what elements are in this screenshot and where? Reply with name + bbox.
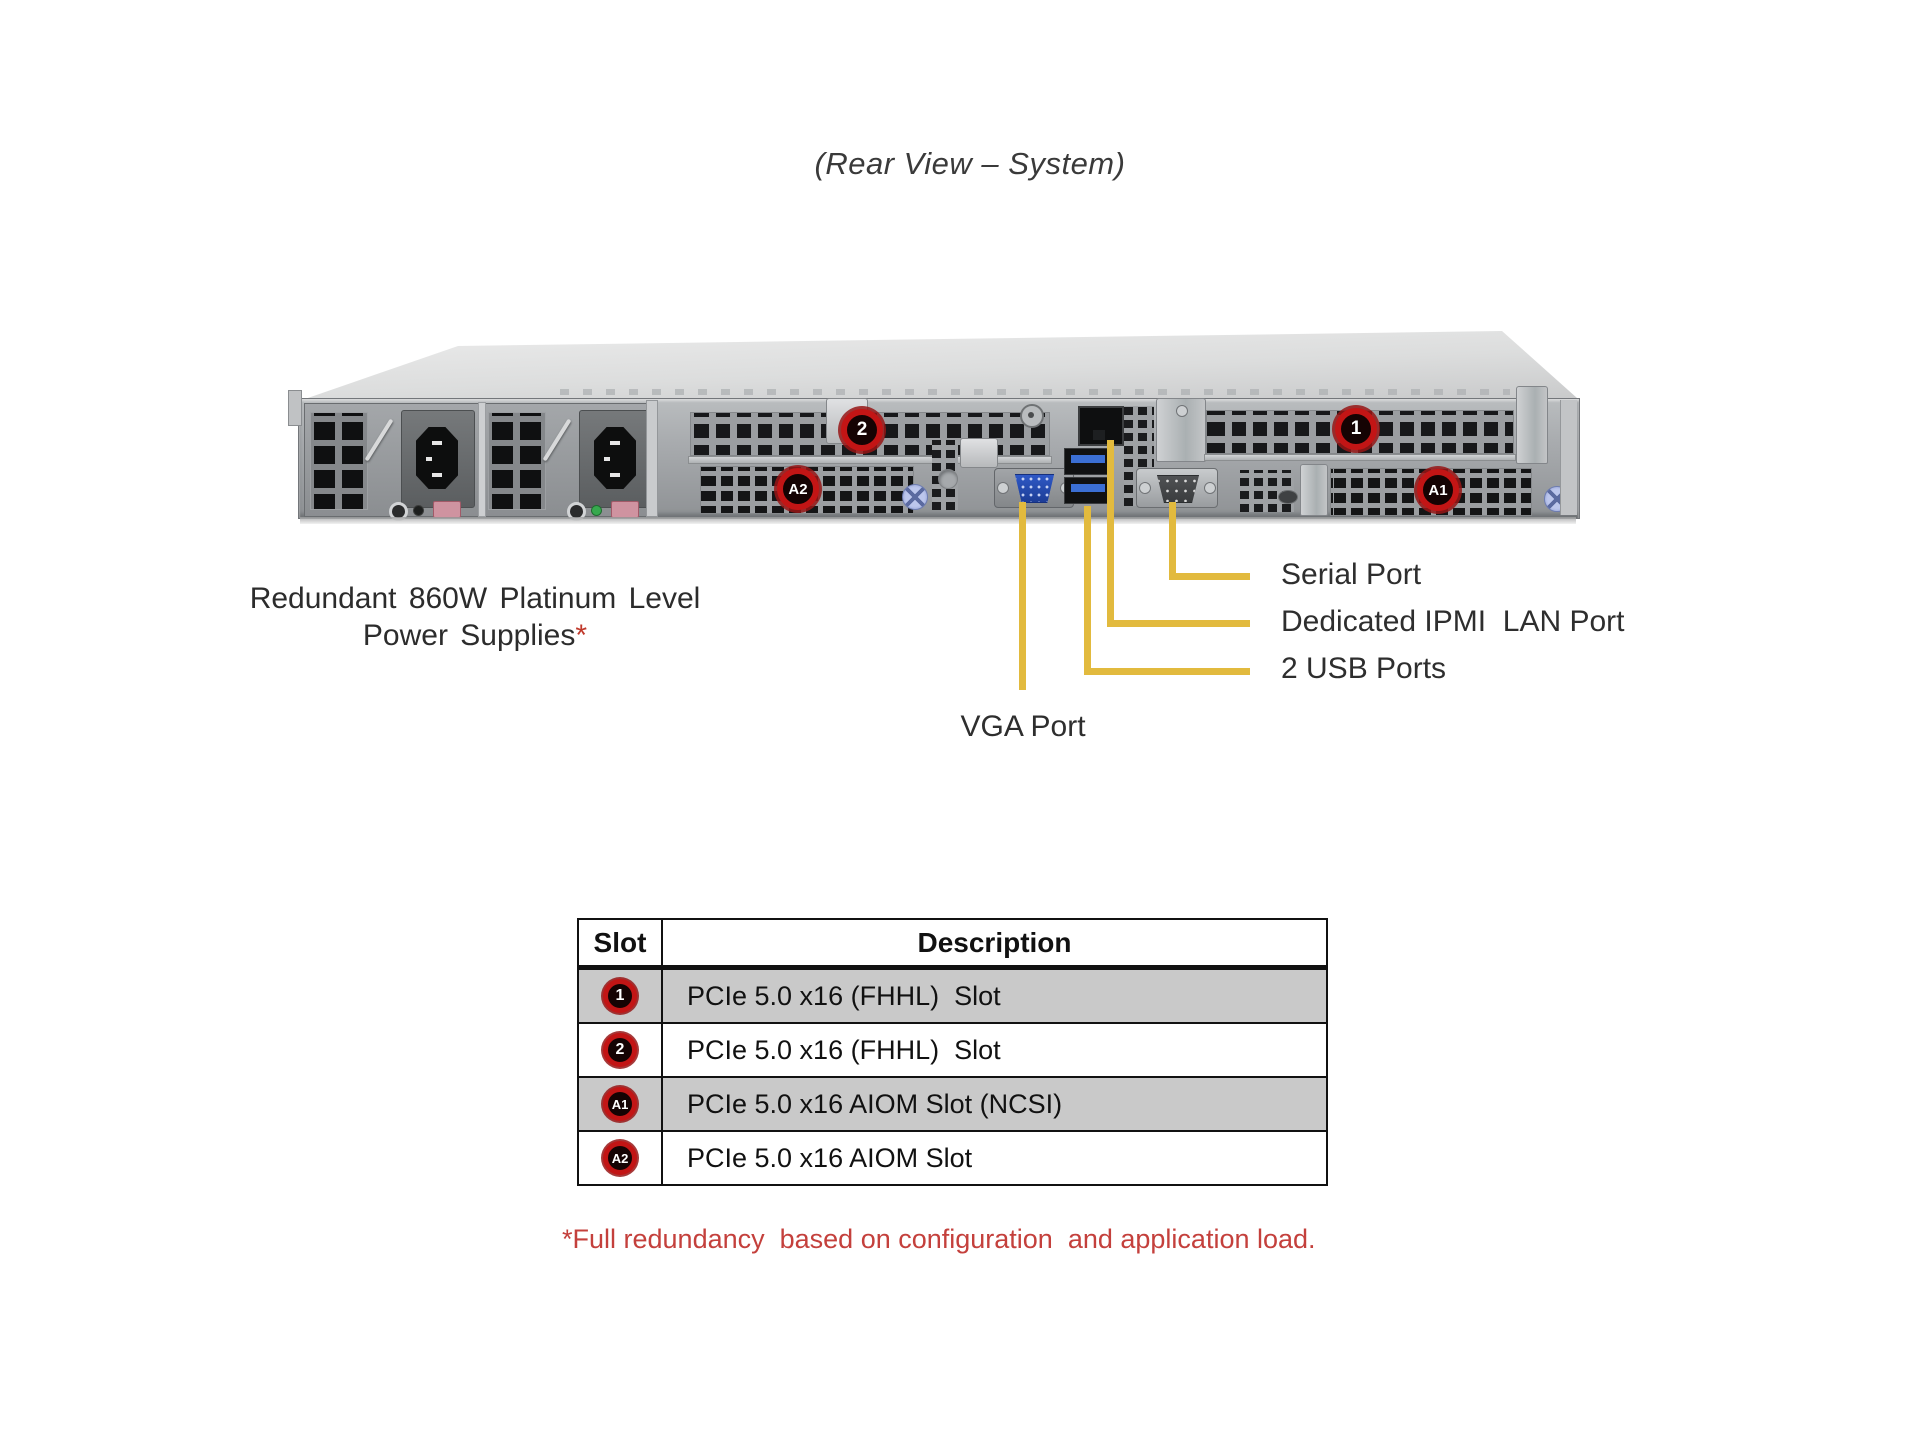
redundancy-footnote: *Full redundancy based on configuration … (562, 1224, 1316, 1254)
aiom-a2-thumbscrew (902, 484, 928, 510)
table-header-description: Description (661, 918, 1328, 970)
bracket-screw (1176, 405, 1188, 417)
right-latch-bracket (1516, 386, 1548, 464)
slot-cell: A1 (577, 1076, 663, 1132)
psu1-inlet-pin (432, 441, 442, 445)
ipmi-lan-port-label: Dedicated IPMI LAN Port (1281, 605, 1625, 638)
psu-cage-edge (646, 400, 658, 517)
table-row: 1 PCIe 5.0 x16 (FHHL) Slot (577, 966, 1328, 1024)
psu2-status-led (591, 505, 602, 516)
usb-port-2-graphic (1064, 477, 1112, 504)
table-row: A2 PCIe 5.0 x16 AIOM Slot (577, 1130, 1328, 1186)
serial-screw (1204, 482, 1216, 494)
callout-badge-aiom-a2: A2 (777, 468, 819, 510)
psu-label-line1: Redundant 860W Platinum Level (249, 582, 701, 615)
serial-callout-line-horizontal (1169, 573, 1250, 580)
serial-screw (1139, 482, 1151, 494)
table-row: A1 PCIe 5.0 x16 AIOM Slot (NCSI) (577, 1076, 1328, 1132)
callout-badge-slot2: 2 (841, 409, 883, 451)
io-keystone (960, 438, 998, 468)
slot-badge-2: 2 (603, 1033, 637, 1067)
psu-label-line2: Power Supplies (362, 619, 576, 652)
power-supply-1 (304, 403, 480, 521)
slot2-bracket-rail (688, 456, 1052, 464)
lan-callout-line-vertical (1107, 440, 1114, 627)
description-cell: PCIe 5.0 x16 AIOM Slot (661, 1130, 1328, 1186)
psu-label: Redundant 860W Platinum Level Power Supp… (230, 580, 720, 654)
description-cell: PCIe 5.0 x16 (FHHL) Slot (661, 1022, 1328, 1078)
serial-connector (1157, 475, 1199, 503)
table-header-slot: Slot (577, 918, 663, 970)
psu1-inlet-pin (432, 473, 442, 477)
psu1-vent-grid (310, 412, 368, 510)
vga-callout-line (1019, 502, 1026, 690)
usb-ports-label: 2 USB Ports (1281, 652, 1447, 685)
psu2-release-tab (611, 501, 639, 518)
slot-cell: A2 (577, 1130, 663, 1186)
slot-badge-1: 1 (603, 979, 637, 1013)
serial-port-label: Serial Port (1281, 558, 1422, 591)
slot-cell: 2 (577, 1022, 663, 1078)
psu1-inlet-recess (401, 410, 475, 508)
serial-blank-bracket (1156, 398, 1206, 462)
psu2-inlet-pin (610, 441, 620, 445)
psu1-status-led (413, 505, 424, 516)
usb-port-1-graphic (1064, 448, 1112, 475)
chassis-shadow (300, 517, 1576, 524)
usb-callout-line-vertical (1084, 506, 1091, 675)
ipmi-lan-port-graphic (1078, 406, 1124, 446)
chassis-top-perforations (560, 389, 1510, 395)
psu1-ac-inlet (416, 427, 458, 489)
vga-screw (997, 482, 1009, 494)
description-cell: PCIe 5.0 x16 (FHHL) Slot (661, 966, 1328, 1024)
lan-notch (1093, 430, 1105, 440)
table-row: 2 PCIe 5.0 x16 (FHHL) Slot (577, 1022, 1328, 1078)
psu1-handle (364, 418, 394, 462)
slot-cell: 1 (577, 966, 663, 1024)
description-cell: PCIe 5.0 x16 AIOM Slot (NCSI) (661, 1076, 1328, 1132)
serial-port-graphic (1136, 468, 1218, 508)
psu2-vent-grid (488, 412, 546, 510)
vga-connector (1014, 474, 1055, 503)
superdom-oval-port (1278, 490, 1298, 504)
psu1-inlet-pin (426, 457, 432, 461)
vga-port-label: VGA Port (960, 710, 1086, 743)
figure-title: (Rear View – System) (814, 146, 1126, 181)
usb-callout-line-horizontal (1084, 668, 1250, 675)
vga-port-graphic (994, 468, 1074, 508)
psu-bay-divider (478, 402, 486, 517)
chassis-right-edge (1560, 400, 1577, 515)
lan-callout-line-horizontal (1107, 620, 1250, 627)
slot-badge-a2: A2 (603, 1141, 637, 1175)
usb1-tongue (1071, 455, 1105, 463)
callout-badge-aiom-a1: A1 (1417, 469, 1459, 511)
psu2-inlet-pin (604, 457, 610, 461)
power-supply-2 (482, 403, 658, 521)
round-standoff (1020, 404, 1044, 428)
psu1-release-tab (433, 501, 461, 518)
psu2-handle (542, 418, 572, 462)
psu2-inlet-pin (610, 473, 620, 477)
a1-divider-bracket (1300, 464, 1328, 516)
round-recess (938, 469, 958, 489)
slot1-bracket-rail (1204, 454, 1516, 461)
psu-label-asterisk: * (575, 619, 588, 652)
slot-badge-a1: A1 (603, 1087, 637, 1121)
slot-description-table: Slot Description 1 PCIe 5.0 x16 (FHHL) S… (577, 918, 1328, 1186)
psu2-ac-inlet (594, 427, 636, 489)
table-header-row: Slot Description (577, 918, 1328, 970)
chassis-left-tab (288, 390, 302, 426)
callout-badge-slot1: 1 (1335, 408, 1377, 450)
psu2-inlet-recess (579, 410, 653, 508)
serial-callout-line-vertical (1169, 502, 1176, 580)
standoff-screw (1028, 412, 1034, 418)
usb2-tongue (1071, 484, 1105, 492)
